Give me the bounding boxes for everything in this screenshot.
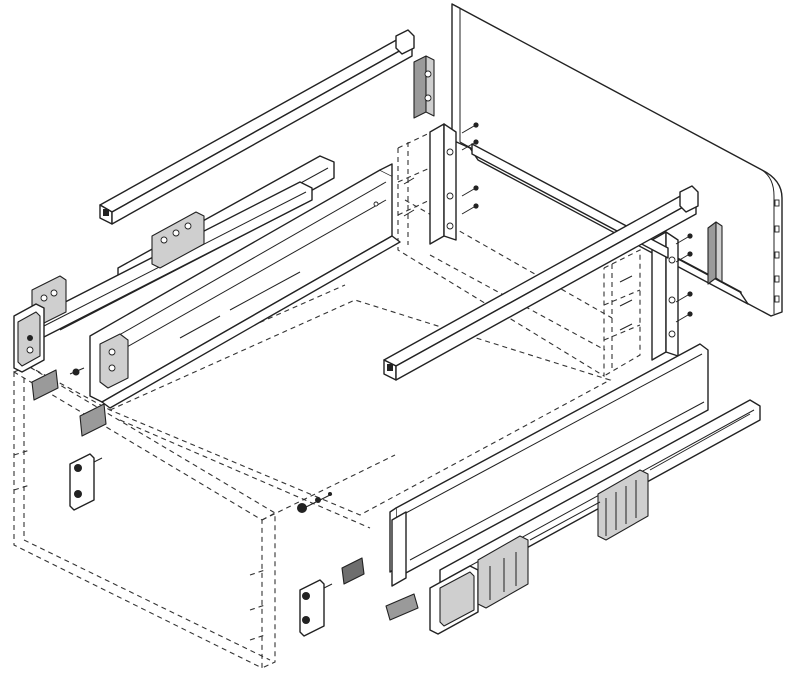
front-bolt bbox=[297, 492, 333, 513]
rear-vertical-bracket-left bbox=[429, 123, 457, 245]
rear-clip-right bbox=[707, 221, 723, 285]
left-drawer-side bbox=[89, 163, 401, 409]
screw-icon bbox=[619, 323, 633, 331]
screw-icon bbox=[461, 139, 479, 151]
screw-icon bbox=[675, 233, 693, 245]
left-runner bbox=[29, 155, 335, 339]
clip-icon bbox=[79, 403, 107, 437]
grey-clips bbox=[31, 369, 419, 621]
screw-icon bbox=[675, 251, 693, 263]
clip-icon bbox=[385, 593, 419, 621]
front-fixing-bracket-right bbox=[299, 579, 333, 637]
screw-icon bbox=[461, 122, 479, 134]
screw-icon bbox=[675, 311, 693, 323]
left-rear-mechanism bbox=[13, 303, 45, 373]
clip-icon bbox=[31, 369, 59, 401]
screw-icon bbox=[69, 367, 85, 376]
screws bbox=[403, 122, 693, 331]
top-rail-rear bbox=[99, 29, 415, 225]
clip-icon bbox=[341, 557, 365, 585]
rear-bracket-top bbox=[413, 55, 435, 119]
top-rail-front bbox=[383, 185, 699, 381]
screw-icon bbox=[461, 203, 479, 215]
screw-icon bbox=[403, 209, 415, 217]
screw-icon bbox=[619, 275, 633, 283]
screw-icon bbox=[619, 299, 633, 307]
right-drawer-side bbox=[389, 343, 709, 587]
rear-vertical-bracket-right bbox=[651, 231, 679, 361]
screw-icon bbox=[403, 177, 415, 185]
front-fixing-bracket-left bbox=[69, 453, 103, 511]
screw-icon bbox=[461, 185, 479, 197]
screw-icon bbox=[675, 291, 693, 303]
right-runner bbox=[429, 399, 761, 635]
